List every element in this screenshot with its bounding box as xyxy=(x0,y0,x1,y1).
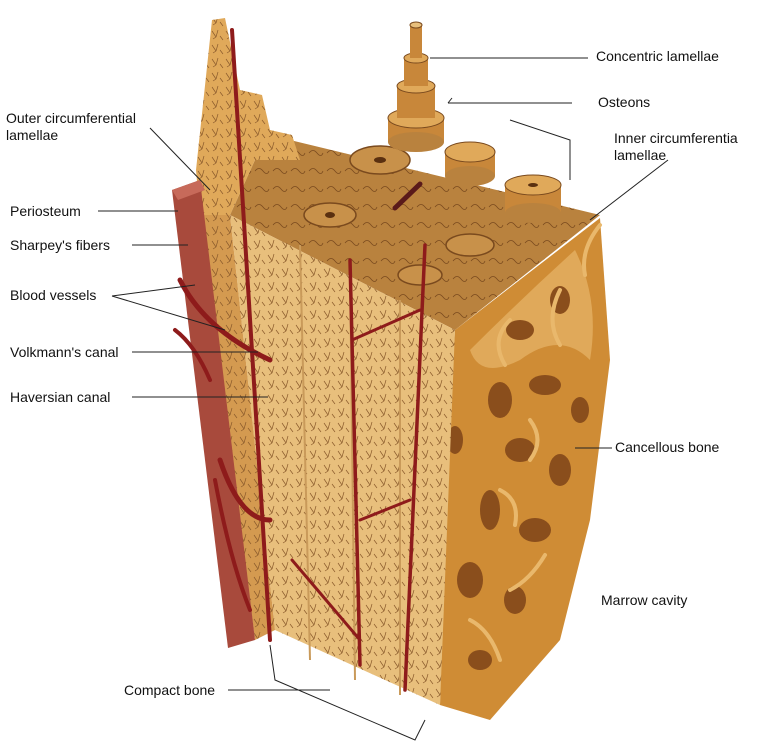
label-blood-vessels: Blood vessels xyxy=(10,287,97,303)
label-compact-bone: Compact bone xyxy=(124,682,216,698)
label-cancellous-bone: Cancellous bone xyxy=(615,439,720,455)
label-haversian-canal: Haversian canal xyxy=(10,389,111,405)
leader-lines xyxy=(98,57,669,741)
label-periosteum: Periosteum xyxy=(10,203,81,219)
label-osteons: Osteons xyxy=(598,94,651,110)
cancellous-bone-block xyxy=(440,218,610,720)
compact-bone-front xyxy=(230,215,455,705)
osteon-cylinders xyxy=(387,21,562,223)
label-inner-circumferential-lamellae: Inner circumferentia lamellae xyxy=(614,130,738,163)
spongy-trabeculae xyxy=(468,223,602,662)
label-concentric-lamellae: Concentric lamellae xyxy=(596,48,719,64)
label-outer-circumferential-lamellae: Outer circumferential lamellae xyxy=(6,110,136,143)
spongy-holes xyxy=(447,286,589,670)
blood-vessels xyxy=(173,28,427,692)
label-volkmanns-canal: Volkmann's canal xyxy=(10,344,119,360)
label-sharpeys-fibers: Sharpey's fibers xyxy=(10,237,110,253)
label-marrow-cavity: Marrow cavity xyxy=(601,592,688,608)
outer-lamellae-spire xyxy=(196,18,300,640)
top-surface xyxy=(230,140,600,330)
